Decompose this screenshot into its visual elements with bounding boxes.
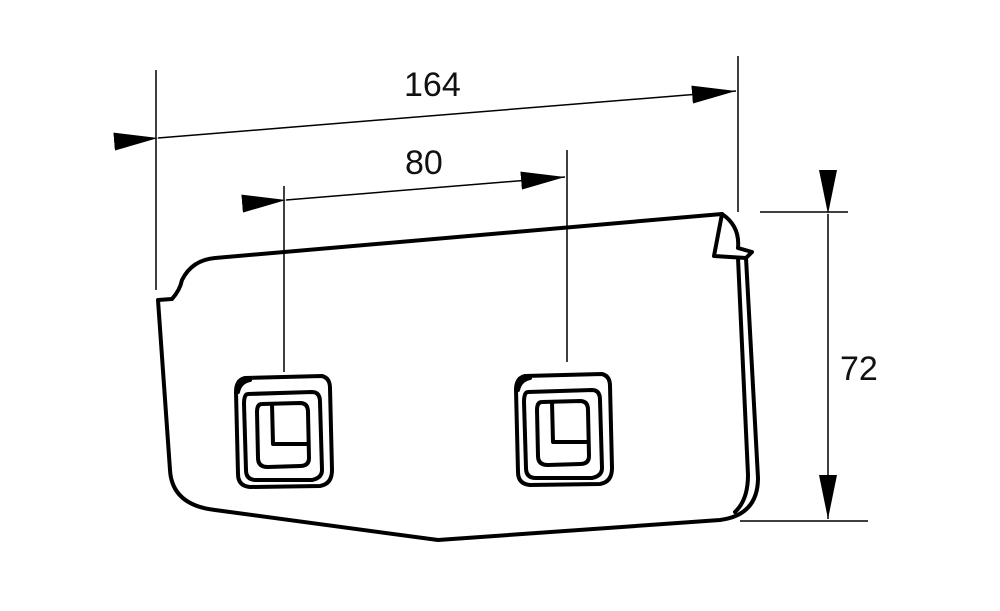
dimension-line-80: [241, 171, 566, 213]
plate-edge-thickness: [733, 256, 750, 514]
right-square-hole: [514, 372, 614, 487]
plate-outline: [156, 212, 760, 542]
dimension-label-164: 164: [404, 66, 461, 104]
dimension-label-72: 72: [840, 350, 878, 388]
dimension-label-80: 80: [405, 144, 443, 182]
dimension-line-164: [113, 85, 737, 151]
plate-notch: [712, 212, 748, 260]
left-square-hole: [234, 374, 334, 489]
